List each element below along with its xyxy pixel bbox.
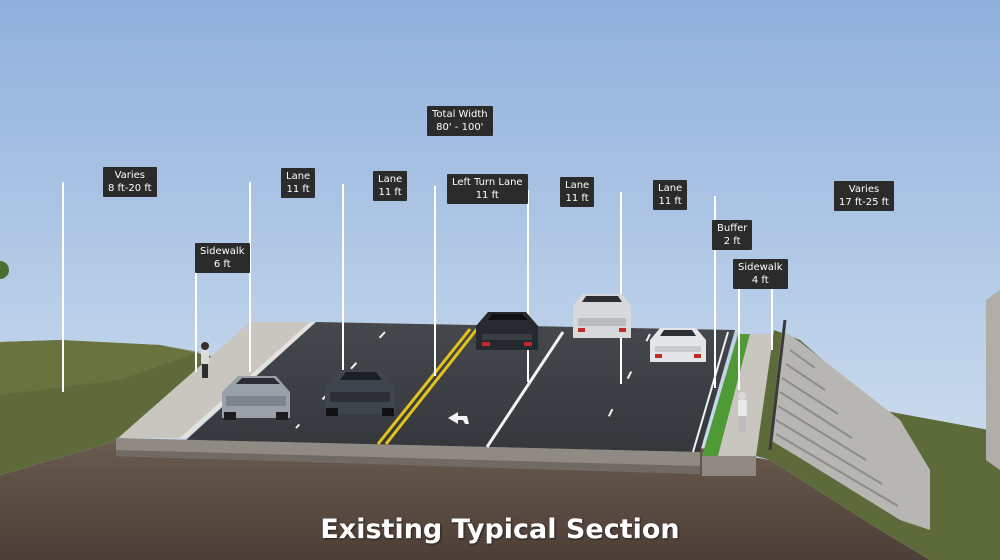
car-black-rear xyxy=(476,312,538,350)
label-buffer: Buffer 2 ft xyxy=(712,220,753,250)
roadway-pavement xyxy=(186,322,735,452)
label-buffer-value: 2 ft xyxy=(723,236,741,247)
car-white-rear xyxy=(650,328,706,362)
label-sidewalk-left-title: Sidewalk xyxy=(200,246,245,257)
left-grass-highlight xyxy=(0,340,200,395)
right-sidewalk-surface xyxy=(718,334,774,456)
stair-handrail xyxy=(768,319,787,451)
label-lane-1-title: Lane xyxy=(286,171,311,182)
label-sidewalk-left: Sidewalk 6 ft xyxy=(195,243,250,273)
label-lane-4-value: 11 ft xyxy=(658,196,682,207)
label-lane-2-value: 11 ft xyxy=(378,187,402,198)
left-sidewalk-surface xyxy=(118,322,310,438)
label-sidewalk-left-value: 6 ft xyxy=(213,259,231,270)
car-dark-front-center xyxy=(325,370,395,416)
label-lane-4-title: Lane xyxy=(658,183,683,194)
pedestrian-right xyxy=(738,392,747,432)
label-lane-2: Lane 11 ft xyxy=(373,171,408,201)
label-total-width: Total Width 80' - 100' xyxy=(427,106,493,136)
label-varies-left: Varies 8 ft-20 ft xyxy=(103,167,157,197)
label-varies-left-title: Varies xyxy=(114,170,146,181)
yellow-center-line-2 xyxy=(384,328,479,445)
label-sidewalk-right-title: Sidewalk xyxy=(738,262,783,273)
road-base-shadow xyxy=(116,450,700,474)
pedestrian-left xyxy=(201,342,209,378)
label-left-turn-lane-value: 11 ft xyxy=(475,190,499,201)
suv-white-rear xyxy=(573,294,631,338)
label-lane-3-title: Lane xyxy=(565,180,590,191)
stair-steps xyxy=(775,349,899,507)
right-building-edge xyxy=(986,290,1000,470)
tree-foliage xyxy=(0,261,9,279)
turn-arrow-marking xyxy=(448,412,469,424)
label-lane-2-title: Lane xyxy=(378,174,403,185)
right-sidewalk-base xyxy=(718,456,756,476)
label-lane-4: Lane 11 ft xyxy=(653,180,688,210)
label-sidewalk-right-value: 4 ft xyxy=(751,275,769,286)
label-total-width-title: Total Width xyxy=(432,109,488,120)
label-varies-right-value: 17 ft-25 ft xyxy=(839,197,889,208)
label-lane-3-value: 11 ft xyxy=(565,193,589,204)
label-varies-right: Varies 17 ft-25 ft xyxy=(834,181,894,211)
right-edge-line xyxy=(692,331,729,453)
label-left-turn-lane: Left Turn Lane 11 ft xyxy=(447,174,528,204)
label-left-turn-lane-title: Left Turn Lane xyxy=(452,177,523,188)
label-total-width-value: 80' - 100' xyxy=(436,122,484,133)
section-caption: Existing Typical Section xyxy=(320,514,680,545)
label-varies-left-value: 8 ft-20 ft xyxy=(108,183,152,194)
white-lane-line xyxy=(485,331,565,448)
label-varies-right-title: Varies xyxy=(848,184,880,195)
yellow-center-line-1 xyxy=(376,328,472,445)
car-gray-front-left xyxy=(222,376,290,420)
label-poles xyxy=(62,182,773,392)
label-buffer-title: Buffer xyxy=(717,223,748,234)
label-lane-3: Lane 11 ft xyxy=(560,177,595,207)
label-lane-1: Lane 11 ft xyxy=(281,168,316,198)
label-sidewalk-right: Sidewalk 4 ft xyxy=(733,259,788,289)
buffer-base xyxy=(702,456,718,476)
label-lane-1-value: 11 ft xyxy=(286,184,310,195)
